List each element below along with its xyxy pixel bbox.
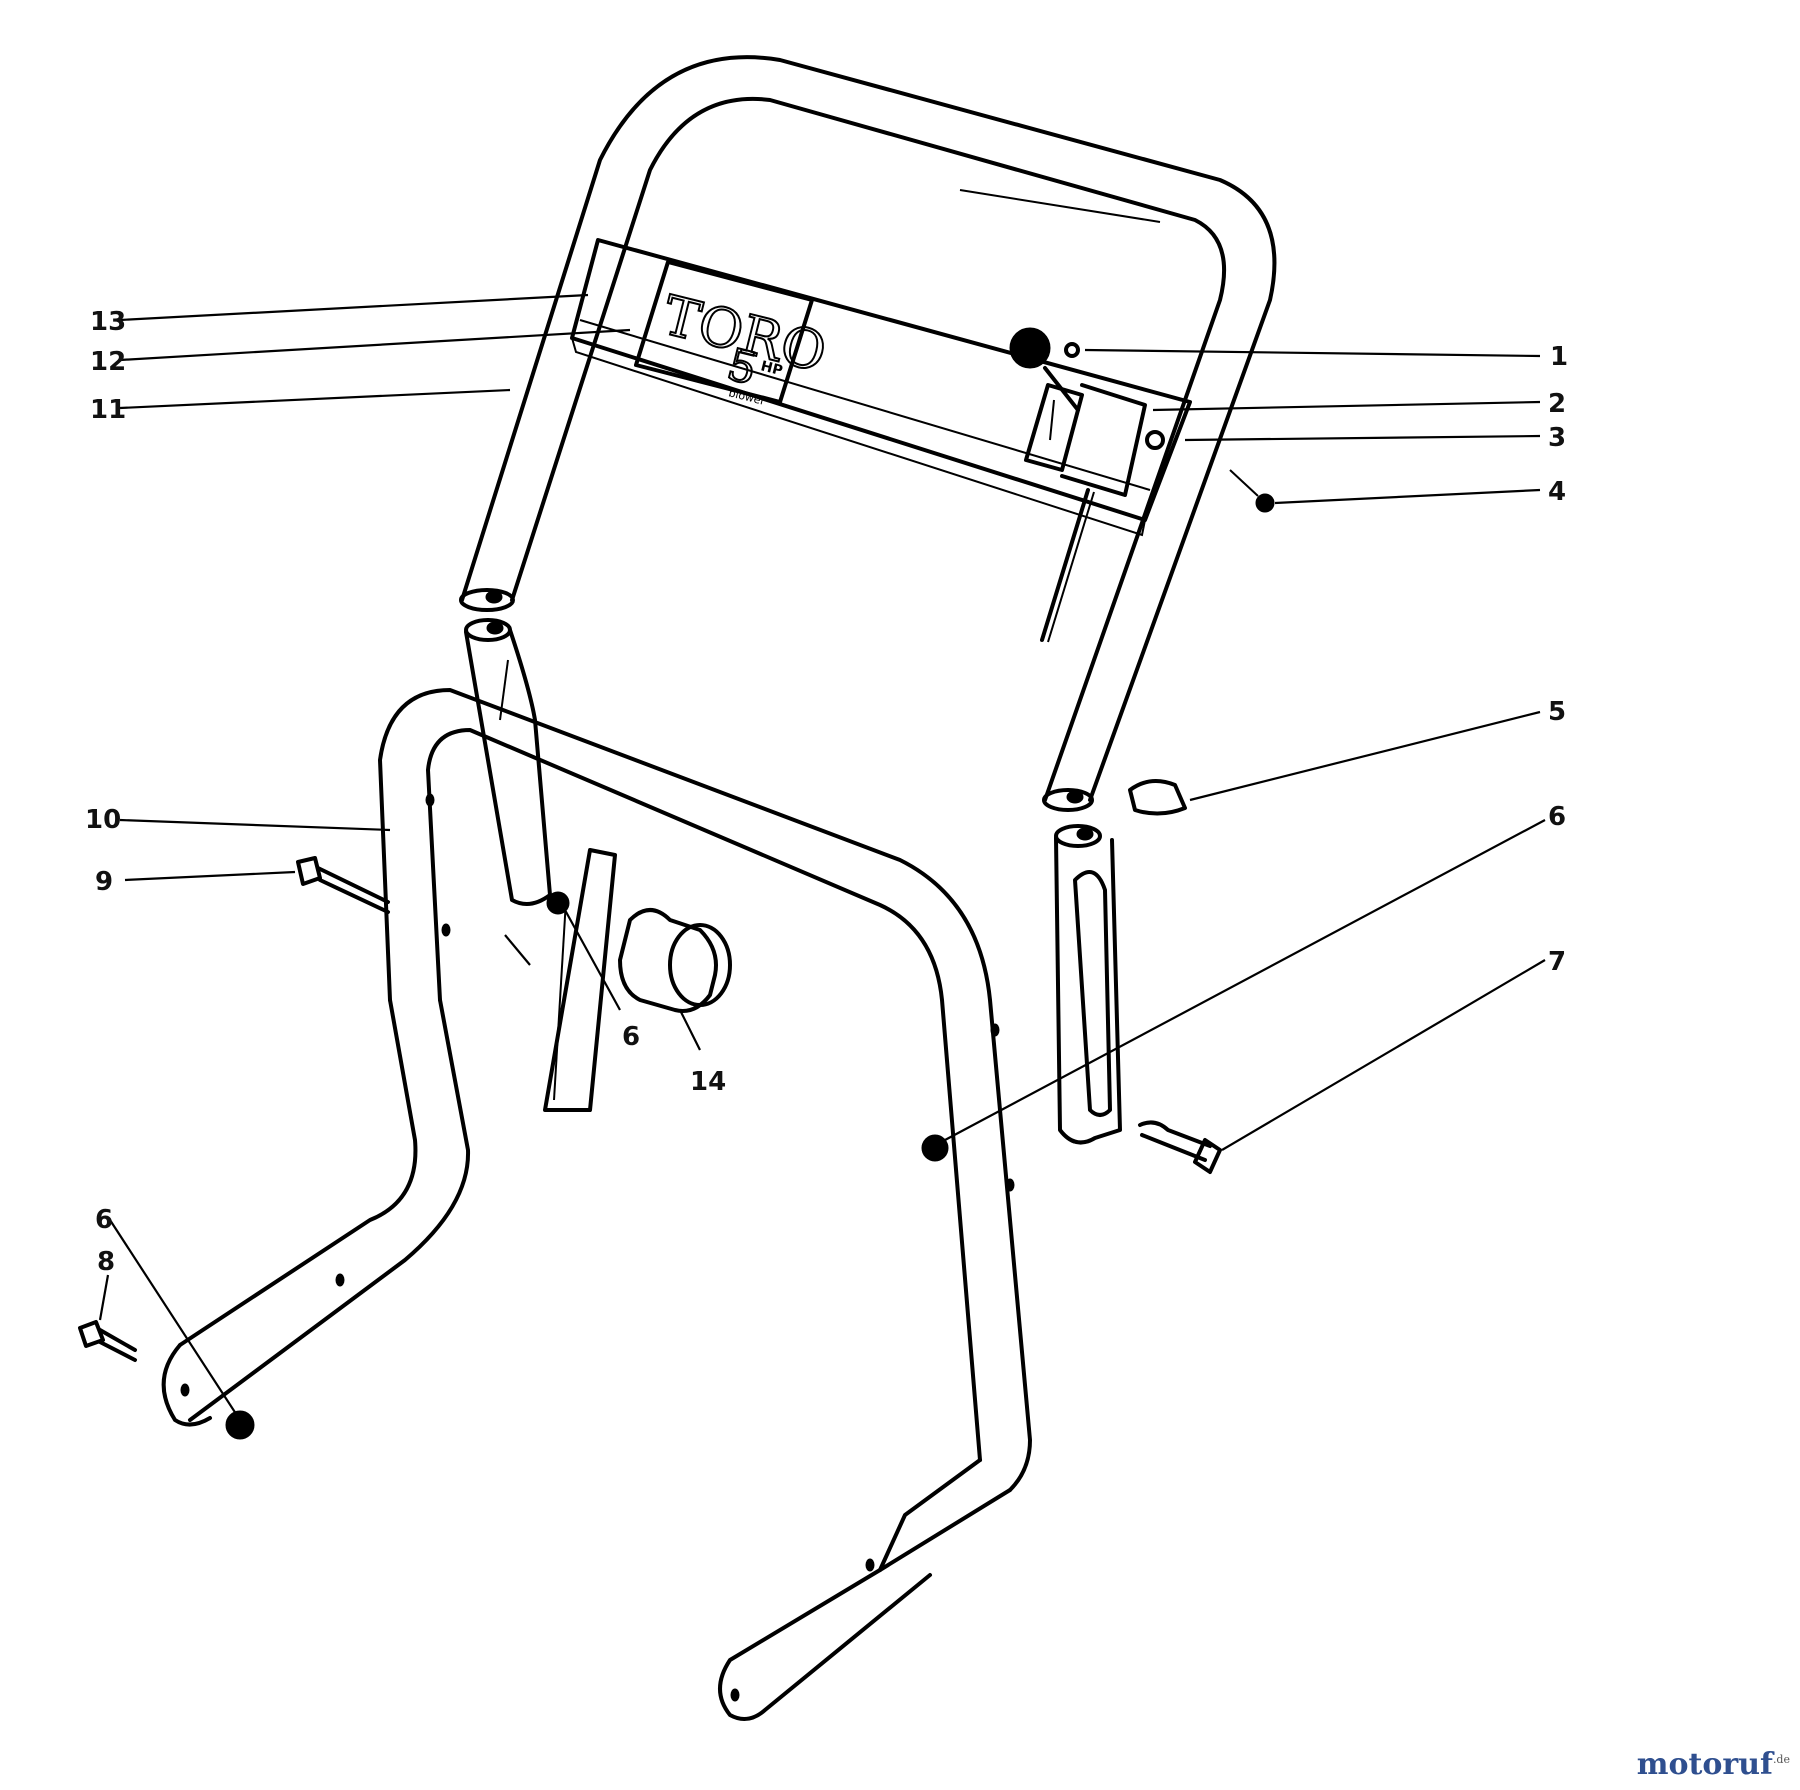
right-handle-insert <box>1054 824 1122 1145</box>
callout-5: 5 <box>1548 697 1566 727</box>
bolt-9 <box>296 856 390 914</box>
control-panel <box>570 238 1192 537</box>
callout-4: 4 <box>1548 477 1566 507</box>
clamp-5 <box>1128 779 1187 816</box>
bolt-7 <box>1138 1120 1222 1174</box>
throttle-control <box>1009 327 1165 643</box>
callout-7: 7 <box>1548 947 1566 977</box>
callout-14: 14 <box>690 1067 726 1097</box>
decal-model-subtext: blower <box>727 386 767 408</box>
callout-12: 12 <box>90 347 126 377</box>
callout-13: 13 <box>90 307 126 337</box>
callout-10: 10 <box>85 805 121 835</box>
screw-1 <box>1064 342 1080 358</box>
callout-labels: 1 2 3 4 5 6 7 6 14 6 8 9 10 11 12 13 <box>85 307 1568 1277</box>
left-handle-insert <box>464 618 552 906</box>
watermark-tld: .de <box>1772 1753 1790 1766</box>
nut-6-center <box>921 1134 949 1162</box>
upper-handle-right-end <box>1042 788 1094 812</box>
lockwasher-3 <box>1145 430 1165 450</box>
watermark-base: motoruf <box>1636 1747 1773 1782</box>
leader-lines <box>98 293 1546 1421</box>
callout-1: 1 <box>1550 342 1568 372</box>
lower-handle <box>161 688 1032 1721</box>
bolt-8 <box>78 1320 137 1362</box>
callout-11: 11 <box>90 395 126 425</box>
callout-8: 8 <box>97 1247 115 1277</box>
callout-6-knob: 6 <box>622 1022 640 1052</box>
knob-14 <box>618 908 732 1013</box>
throttle-cable <box>1040 488 1090 642</box>
callout-3: 3 <box>1548 423 1566 453</box>
callout-9: 9 <box>95 867 113 897</box>
throttle-label-plate <box>1024 383 1084 472</box>
upper-handle <box>459 55 1277 812</box>
decal-model-unit: HP <box>759 358 784 379</box>
callout-2: 2 <box>1548 389 1566 419</box>
callout-6-foot: 6 <box>95 1205 113 1235</box>
callout-6-right: 6 <box>1548 802 1566 832</box>
upper-handle-left-end <box>459 588 515 612</box>
adjustment-plate <box>543 848 617 1112</box>
nut-4 <box>1255 493 1275 513</box>
watermark: motoruf.de <box>1637 1747 1790 1782</box>
throttle-knob <box>1009 327 1051 369</box>
nut-6-foot <box>225 1410 255 1440</box>
nut-6-knob <box>546 891 570 915</box>
